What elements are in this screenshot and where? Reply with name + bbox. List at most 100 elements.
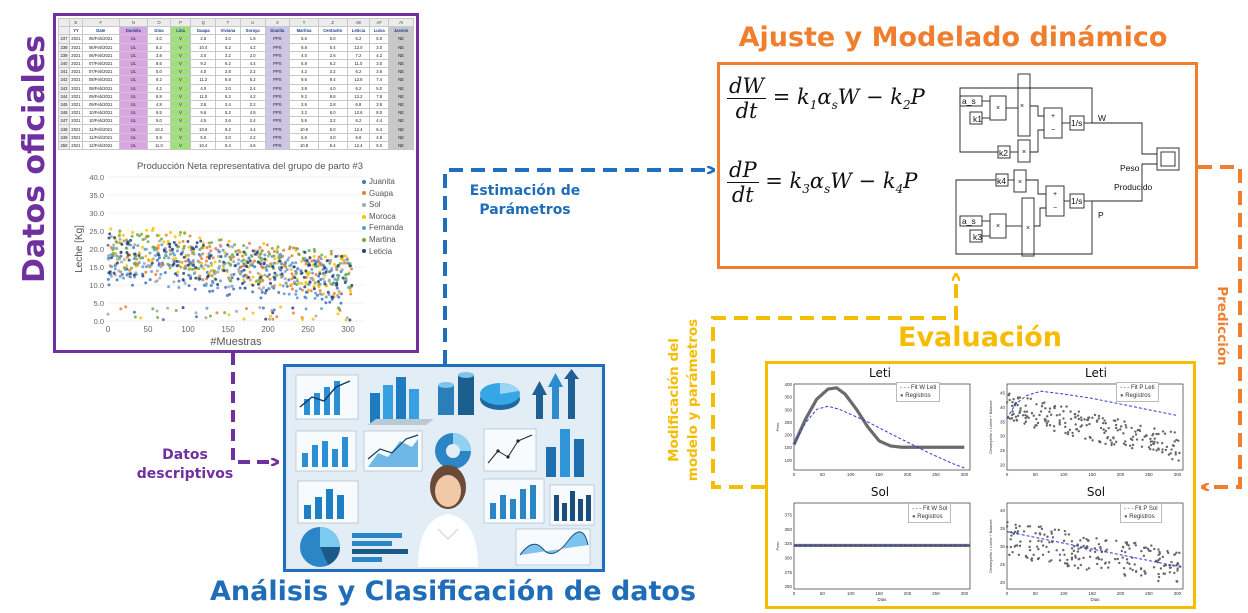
data-point — [1050, 532, 1053, 535]
arrow-prediccion — [1198, 165, 1242, 487]
table-cell: 2021 — [68, 140, 83, 150]
data-point — [106, 277, 110, 281]
data-point — [289, 267, 293, 271]
data-point — [329, 252, 333, 256]
data-point — [1028, 548, 1032, 552]
data-point — [290, 287, 294, 291]
data-point — [1079, 563, 1082, 567]
data-point — [242, 317, 246, 321]
data-point — [1016, 403, 1019, 407]
data-point — [331, 295, 335, 299]
data-point — [285, 284, 289, 288]
data-point — [1177, 439, 1180, 442]
data-point — [181, 239, 185, 243]
data-point — [265, 243, 269, 247]
data-point — [270, 246, 274, 250]
data-point — [1043, 533, 1046, 536]
data-point — [341, 261, 345, 265]
data-point — [337, 274, 341, 278]
data-point — [216, 270, 220, 274]
data-point — [1152, 442, 1156, 445]
data-point — [194, 266, 198, 270]
data-point — [200, 277, 204, 281]
data-point — [300, 288, 304, 292]
data-point — [1047, 550, 1050, 554]
data-point — [1077, 410, 1081, 413]
data-point — [257, 278, 261, 282]
data-point — [329, 259, 333, 263]
column-chart-icon — [295, 430, 357, 472]
data-point — [336, 254, 340, 258]
donut-chart-icon — [435, 433, 471, 469]
data-point — [348, 262, 352, 266]
legend-marker — [362, 191, 366, 196]
data-point — [208, 245, 212, 249]
data-point — [1161, 555, 1165, 559]
data-point — [338, 261, 342, 265]
data-point — [1143, 435, 1146, 438]
data-point — [230, 253, 234, 257]
data-point — [286, 258, 290, 262]
data-point — [277, 291, 281, 295]
x-tick-label: 200 — [904, 591, 912, 596]
data-point — [215, 311, 219, 315]
data-point — [304, 280, 308, 284]
legend-sol-w: - - - Fit W Sol ● Registros — [908, 503, 952, 523]
data-point — [1062, 548, 1065, 552]
data-point — [269, 262, 273, 266]
data-point — [205, 246, 209, 250]
data-point — [1023, 410, 1026, 413]
data-point — [268, 277, 272, 281]
data-point — [1077, 429, 1081, 433]
data-point — [1103, 562, 1107, 565]
data-point — [148, 251, 152, 255]
data-point — [1113, 443, 1116, 446]
data-point — [157, 256, 161, 260]
data-point — [246, 261, 250, 265]
data-point — [309, 289, 313, 293]
data-point — [1064, 425, 1067, 429]
data-point — [1087, 567, 1091, 570]
data-point — [305, 258, 309, 262]
data-point — [285, 268, 289, 272]
data-point — [115, 278, 119, 282]
y-tick-label: 300 — [784, 407, 792, 412]
wave-chart-icon — [515, 528, 591, 566]
data-point — [204, 316, 208, 320]
data-point — [1174, 451, 1177, 454]
data-point — [304, 269, 308, 273]
series-leticia — [107, 232, 354, 322]
data-point — [1024, 554, 1028, 558]
data-point — [153, 253, 157, 257]
x-tick-label: 300 — [1174, 472, 1182, 477]
data-point — [1045, 422, 1049, 425]
data-point — [252, 259, 256, 263]
data-point — [1036, 557, 1040, 561]
data-point — [262, 286, 266, 290]
data-point — [222, 263, 226, 267]
data-point — [1019, 540, 1022, 543]
data-point — [248, 241, 252, 245]
data-point — [138, 256, 142, 260]
data-point — [118, 274, 122, 278]
data-point — [1123, 574, 1127, 577]
data-point — [200, 261, 204, 265]
data-point — [1035, 403, 1038, 406]
data-point — [1134, 433, 1138, 436]
data-point — [1128, 562, 1131, 566]
data-point — [1114, 419, 1117, 423]
data-point — [124, 305, 128, 309]
data-point — [1157, 432, 1160, 436]
data-point — [331, 282, 335, 286]
data-point — [242, 268, 246, 272]
data-point — [335, 267, 339, 271]
data-point — [248, 270, 252, 274]
data-point — [1017, 553, 1021, 556]
legend-sol-w-reg: Registros — [917, 514, 943, 520]
data-point — [1064, 533, 1067, 536]
data-point — [1006, 520, 1009, 524]
data-point — [1095, 537, 1098, 540]
y-tick-label: 250 — [784, 420, 792, 425]
